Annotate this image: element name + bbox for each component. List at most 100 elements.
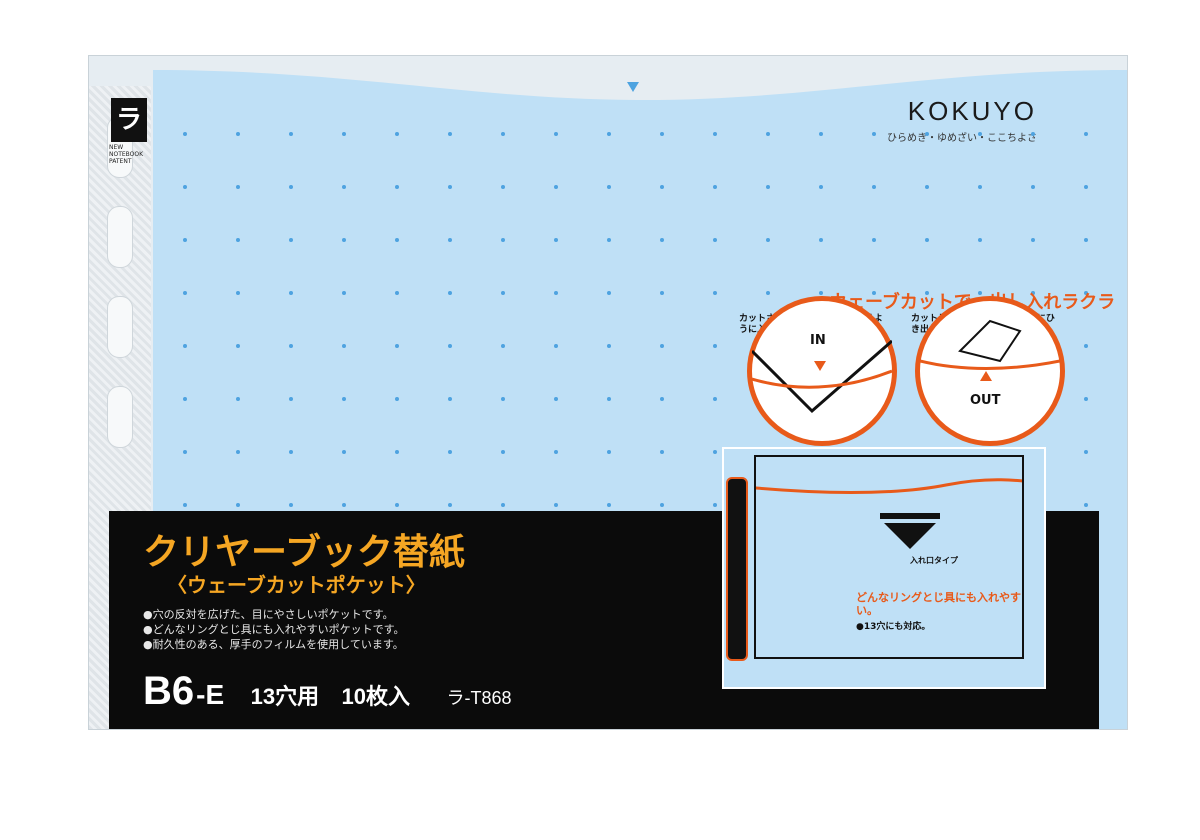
- grid-dot: [501, 185, 505, 189]
- insert-arrow-icon: [880, 513, 940, 549]
- grid-dot: [395, 344, 399, 348]
- insert-diagram-icon: [752, 339, 892, 414]
- pocket-outline: 入れ口タイプ どんなリングとじ具にも入れやすい。 ●13穴にも対応。: [754, 455, 1024, 659]
- grid-dot: [607, 344, 611, 348]
- grid-dot: [819, 291, 823, 295]
- out-label: OUT: [970, 393, 1001, 408]
- grid-dot: [1084, 344, 1088, 348]
- grid-dot: [819, 185, 823, 189]
- grid-dot: [236, 238, 240, 242]
- brand-logo-caption: NEW NOTEBOOK PATENT: [109, 144, 144, 165]
- remove-illustration: OUT: [915, 296, 1065, 446]
- grid-dot: [342, 185, 346, 189]
- grid-dot: [289, 450, 293, 454]
- grid-dot: [289, 185, 293, 189]
- grid-dot: [236, 450, 240, 454]
- grid-dot: [713, 344, 717, 348]
- feature-bullets: ●穴の反対を広げた、目にやさしいポケットです。 ●どんなリングとじ具にも入れやす…: [143, 607, 405, 652]
- grid-dot: [1084, 450, 1088, 454]
- product-subtitle: 〈ウェーブカットポケット〉: [167, 573, 426, 597]
- paper-size: B6: [143, 669, 195, 713]
- grid-dot: [554, 450, 558, 454]
- grid-dot: [395, 238, 399, 242]
- grid-dot: [660, 132, 664, 136]
- grid-dot: [501, 503, 505, 507]
- grid-dot: [501, 397, 505, 401]
- insert-illustration: IN: [747, 296, 897, 446]
- grid-dot: [183, 185, 187, 189]
- grid-dot: [342, 344, 346, 348]
- feature-bullet: ●穴の反対を広げた、目にやさしいポケットです。: [143, 608, 394, 621]
- grid-dot: [1084, 503, 1088, 507]
- grid-dot: [872, 238, 876, 242]
- brand-name: KOKUYO: [907, 96, 1037, 126]
- grid-dot: [448, 238, 452, 242]
- grid-dot: [448, 291, 452, 295]
- grid-dot: [448, 397, 452, 401]
- grid-dot: [342, 397, 346, 401]
- grid-dot: [236, 503, 240, 507]
- grid-dot: [925, 291, 929, 295]
- grid-dot: [236, 132, 240, 136]
- grid-dot: [1031, 291, 1035, 295]
- grid-dot: [183, 397, 187, 401]
- grid-dot: [978, 291, 982, 295]
- grid-dot: [607, 450, 611, 454]
- product-code: ラ-T868: [446, 688, 512, 708]
- grid-dot: [607, 238, 611, 242]
- grid-dot: [395, 450, 399, 454]
- grid-dot: [713, 450, 717, 454]
- grid-dot: [342, 450, 346, 454]
- grid-dot: [554, 291, 558, 295]
- grid-dot: [819, 238, 823, 242]
- product-title: クリヤーブック替紙: [143, 532, 465, 573]
- grid-dot: [660, 503, 664, 507]
- grid-dot: [978, 132, 982, 136]
- grid-dot: [448, 450, 452, 454]
- grid-dot: [713, 132, 717, 136]
- grid-dot: [554, 397, 558, 401]
- grid-dot: [183, 503, 187, 507]
- grid-dot: [1084, 238, 1088, 242]
- grid-dot: [713, 291, 717, 295]
- grid-dot: [872, 132, 876, 136]
- hole-count: 13穴用: [250, 684, 320, 709]
- grid-dot: [289, 344, 293, 348]
- grid-dot: [607, 132, 611, 136]
- insert-type-label: 入れ口タイプ: [910, 556, 958, 565]
- grid-dot: [183, 291, 187, 295]
- grid-dot: [660, 344, 664, 348]
- grid-dot: [448, 503, 452, 507]
- grid-dot: [395, 185, 399, 189]
- grid-dot: [183, 132, 187, 136]
- feature-bullet: ●どんなリングとじ具にも入れやすいポケットです。: [143, 623, 405, 636]
- grid-dot: [183, 344, 187, 348]
- grid-dot: [448, 132, 452, 136]
- grid-dot: [925, 185, 929, 189]
- grid-dot: [289, 132, 293, 136]
- ring-note: どんなリングとじ具にも入れやすい。: [856, 591, 1021, 617]
- grid-dot: [660, 238, 664, 242]
- grid-dot: [183, 450, 187, 454]
- grid-dot: [1031, 238, 1035, 242]
- center-marker-icon: [627, 82, 639, 92]
- brand-tagline: ひらめき・ゆめざい・ここちよさ: [887, 133, 1037, 144]
- grid-dot: [819, 132, 823, 136]
- wave-cut-line: [756, 478, 1022, 494]
- grid-dot: [978, 238, 982, 242]
- remove-diagram-icon: [920, 319, 1060, 381]
- grid-dot: [554, 503, 558, 507]
- feature-bullet: ●耐久性のある、厚手のフィルムを使用しています。: [143, 638, 404, 651]
- grid-dot: [660, 450, 664, 454]
- grid-dot: [342, 503, 346, 507]
- grid-dot: [1084, 132, 1088, 136]
- grid-dot: [395, 397, 399, 401]
- binder-hole: [107, 296, 133, 358]
- grid-dot: [289, 397, 293, 401]
- grid-dot: [554, 185, 558, 189]
- grid-dot: [183, 238, 187, 242]
- grid-dot: [554, 344, 558, 348]
- grid-dot: [342, 132, 346, 136]
- grid-dot: [289, 291, 293, 295]
- grid-dot: [872, 185, 876, 189]
